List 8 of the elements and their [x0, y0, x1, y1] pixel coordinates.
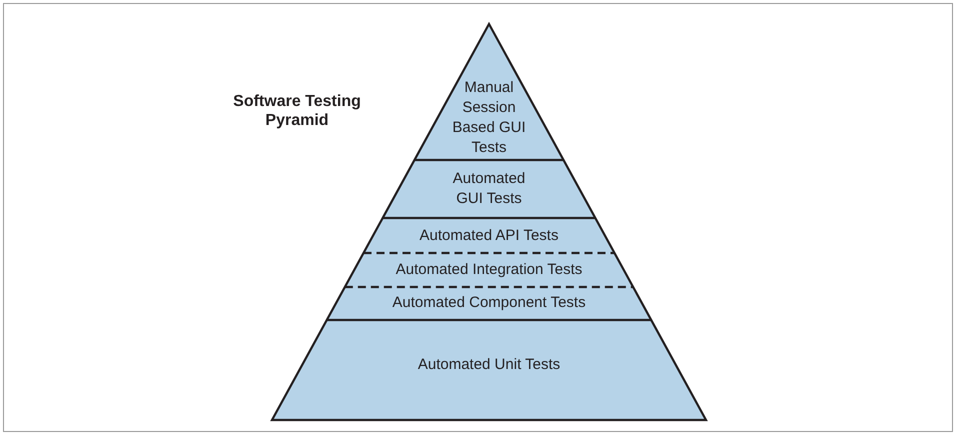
pyramid-title: Software Testing Pyramid	[232, 92, 362, 130]
tier-label: Automated Integration Tests	[394, 260, 584, 280]
tier-label: Automated API Tests	[418, 226, 560, 246]
tier-label: Automated GUI Tests	[452, 169, 526, 209]
pyramid-tier	[272, 320, 706, 420]
tier-label: Automated Unit Tests	[416, 355, 562, 375]
tier-label: Automated Component Tests	[391, 293, 587, 313]
tier-label: Manual Session Based GUI Tests	[451, 78, 527, 158]
